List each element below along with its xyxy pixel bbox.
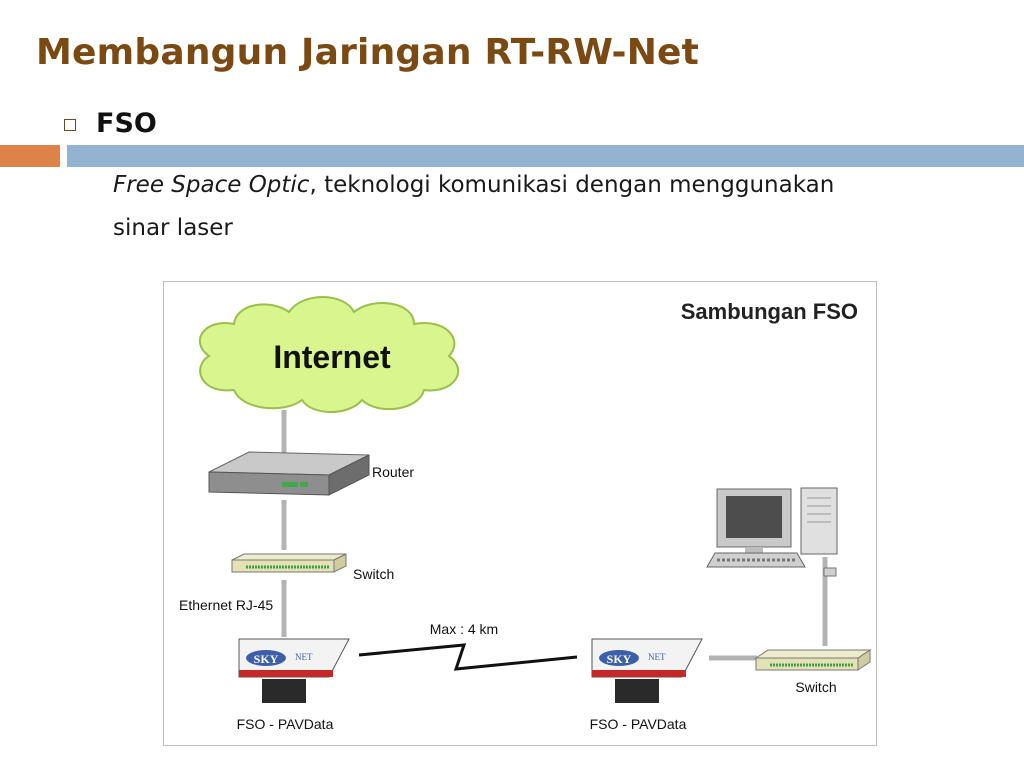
description: Free Space Optic, teknologi komunikasi d… — [113, 164, 873, 250]
distance-label: Max : 4 km — [430, 621, 498, 637]
router-icon — [208, 451, 370, 496]
fso-diagram-svg: Sambungan FSO Internet Router Switch Eth… — [179, 296, 872, 732]
internet-cloud-icon — [198, 296, 460, 413]
internet-label: Internet — [273, 339, 391, 375]
laser-link-icon — [358, 643, 578, 671]
bullet-item: FSO — [64, 108, 157, 139]
accent-bar-orange — [0, 145, 60, 167]
square-bullet-icon — [64, 118, 76, 131]
fso-right-brand: SKY — [607, 652, 632, 666]
router-label: Router — [372, 464, 414, 480]
fso-left-icon — [238, 638, 350, 703]
switch-left-icon — [231, 553, 347, 573]
switch-left-label: Switch — [353, 566, 394, 582]
slide-title: Membangun Jaringan RT-RW-Net — [36, 32, 700, 73]
diagram-title: Sambungan FSO — [681, 299, 858, 324]
fso-right-icon — [591, 638, 703, 703]
ethernet-label: Ethernet RJ-45 — [179, 597, 273, 613]
fso-diagram: Sambungan FSO Internet Router Switch Eth… — [163, 281, 877, 746]
description-term: Free Space Optic — [113, 172, 310, 198]
fso-right-label: FSO - PAVData — [590, 716, 687, 732]
accent-bar-blue — [67, 145, 1024, 167]
switch-right-icon — [754, 649, 872, 671]
fso-right-brand-sub: NET — [648, 652, 666, 662]
description-text: , teknologi komunikasi dengan menggunaka… — [113, 172, 835, 241]
fso-left-label: FSO - PAVData — [237, 716, 334, 732]
switch-right-label: Switch — [795, 679, 836, 695]
bullet-label: FSO — [96, 108, 157, 139]
fso-left-brand-sub: NET — [295, 652, 313, 662]
computer-icon — [706, 487, 838, 577]
fso-left-brand: SKY — [254, 652, 279, 666]
